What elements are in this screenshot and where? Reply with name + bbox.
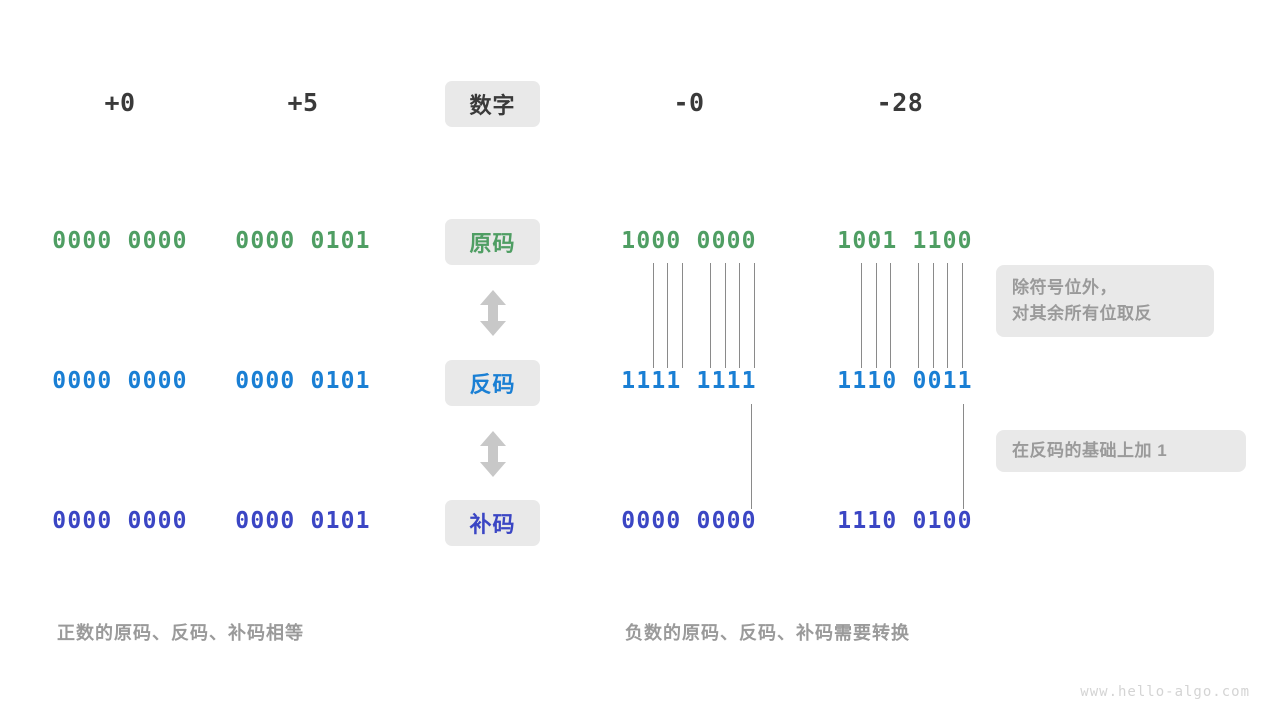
caption-negative: 负数的原码、反码、补码需要转换 bbox=[625, 623, 910, 643]
cell-ones-complement-neg-twentyeight: 1110 0011 bbox=[837, 368, 973, 394]
connector-line bbox=[918, 263, 919, 368]
connector-line bbox=[963, 404, 964, 509]
callout-add-one-text: 在反码的基础上加 1 bbox=[1012, 440, 1168, 460]
cell-ones-complement-pos-five: 0000 0101 bbox=[235, 368, 371, 394]
column-header-pos-zero: +0 bbox=[104, 88, 136, 117]
callout-add-one: 在反码的基础上加 1 bbox=[996, 430, 1246, 472]
row-label-ones-complement: 反码 bbox=[445, 360, 540, 406]
connector-line bbox=[947, 263, 948, 368]
connector-line bbox=[653, 263, 654, 368]
cell-sign-magnitude-neg-twentyeight: 1001 1100 bbox=[837, 228, 973, 254]
connector-line bbox=[876, 263, 877, 368]
callout-invert-bits: 除符号位外， 对其余所有位取反 bbox=[996, 265, 1214, 337]
column-header-center-label: 数字 bbox=[445, 81, 540, 127]
connector-line bbox=[861, 263, 862, 368]
cell-twos-complement-neg-zero: 0000 0000 bbox=[621, 508, 757, 534]
cell-ones-complement-neg-zero: 1111 1111 bbox=[621, 368, 757, 394]
column-header-neg-zero: -0 bbox=[673, 88, 705, 117]
column-header-pos-five: +5 bbox=[287, 88, 319, 117]
watermark: www.hello-algo.com bbox=[1080, 684, 1250, 700]
connector-line bbox=[933, 263, 934, 368]
arrow-updown-icon-ones-to-twos bbox=[480, 431, 506, 477]
cell-sign-magnitude-neg-zero: 1000 0000 bbox=[621, 228, 757, 254]
callout-invert-bits-line2: 对其余所有位取反 bbox=[1012, 304, 1152, 323]
connector-line bbox=[754, 263, 755, 368]
row-label-sign-magnitude: 原码 bbox=[445, 219, 540, 265]
connector-line bbox=[667, 263, 668, 368]
cell-ones-complement-pos-zero: 0000 0000 bbox=[52, 368, 188, 394]
cell-twos-complement-pos-zero: 0000 0000 bbox=[52, 508, 188, 534]
column-header-neg-twentyeight: -28 bbox=[876, 88, 924, 117]
connector-line bbox=[682, 263, 683, 368]
cell-sign-magnitude-pos-zero: 0000 0000 bbox=[52, 228, 188, 254]
connector-line bbox=[890, 263, 891, 368]
callout-invert-bits-line1: 除符号位外， bbox=[1012, 277, 1117, 297]
connector-line bbox=[725, 263, 726, 368]
cell-twos-complement-neg-twentyeight: 1110 0100 bbox=[837, 508, 973, 534]
cell-twos-complement-pos-five: 0000 0101 bbox=[235, 508, 371, 534]
caption-positive: 正数的原码、反码、补码相等 bbox=[57, 623, 304, 643]
cell-sign-magnitude-pos-five: 0000 0101 bbox=[235, 228, 371, 254]
connector-line bbox=[751, 404, 752, 509]
connector-line bbox=[739, 263, 740, 368]
connector-line bbox=[962, 263, 963, 368]
arrow-updown-icon-sign-to-ones bbox=[480, 290, 506, 336]
connector-line bbox=[710, 263, 711, 368]
row-label-twos-complement: 补码 bbox=[445, 500, 540, 546]
